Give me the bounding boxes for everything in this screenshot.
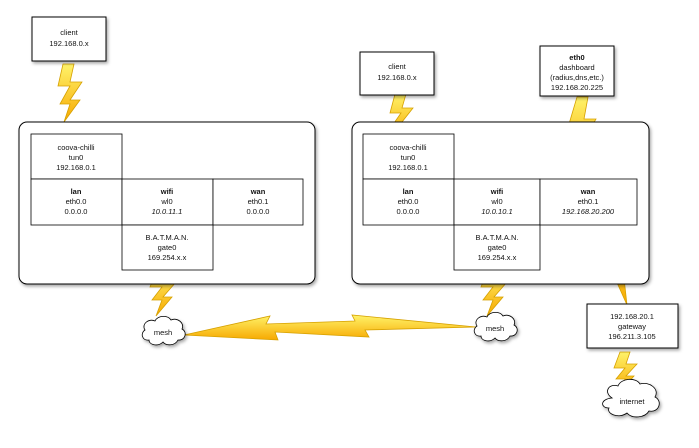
bolt-left-client (57, 63, 83, 123)
left-wan-title: wan (250, 187, 266, 196)
left-mesh-label: mesh (154, 328, 172, 337)
internet-label: internet (619, 397, 645, 406)
right-wan-iface: eth0.1 (578, 197, 599, 206)
eth0-dashboard-box: eth0 dashboard (radius,dns,etc.) 192.168… (539, 45, 615, 97)
gateway-box: 192.168.20.1 gateway 196.211.3.105 (586, 303, 679, 349)
right-lan-title: lan (403, 187, 414, 196)
right-mesh-cloud: mesh (473, 311, 518, 342)
left-wifi-title: wifi (160, 187, 174, 196)
right-batman-iface: gate0 (488, 243, 507, 252)
left-wifi-iface: wl0 (160, 197, 172, 206)
left-wan-cell (212, 178, 304, 226)
left-batman-iface: gate0 (158, 243, 177, 252)
left-client-box: client 192.168.0.x (31, 16, 107, 62)
left-wan-iface: eth0.1 (248, 197, 269, 206)
gateway-public-ip: 196.211.3.105 (608, 332, 655, 341)
right-batman-cell (453, 224, 541, 271)
left-mesh-cloud: mesh (141, 315, 186, 346)
right-chilli-cell (362, 133, 455, 180)
right-chilli-ip: 192.168.0.1 (388, 163, 428, 172)
right-wifi-addr: 10.0.10.1 (481, 207, 512, 216)
eth0-dashboard: dashboard (559, 63, 594, 72)
gateway-label: gateway (618, 322, 646, 331)
right-wan-addr: 192.168.20.200 (562, 207, 615, 216)
left-client-ip: 192.168.0.x (49, 39, 88, 48)
right-wifi-title: wifi (490, 187, 504, 196)
left-batman-cell (121, 224, 214, 271)
left-chilli-cell (30, 133, 123, 180)
left-chilli-ip: 192.168.0.1 (56, 163, 96, 172)
right-lan-addr: 0.0.0.0 (397, 207, 420, 216)
left-router: coova-chilli tun0 192.168.0.1 lan eth0.0… (18, 121, 316, 285)
right-batman-name: B.A.T.M.A.N. (476, 233, 519, 242)
gateway-ip: 192.168.20.1 (610, 312, 654, 321)
left-client-label: client (60, 28, 78, 37)
left-chilli-name: coova-chilli (57, 143, 94, 152)
right-lan-cell (362, 178, 455, 226)
left-batman-name: B.A.T.M.A.N. (146, 233, 189, 242)
right-wan-title: wan (580, 187, 596, 196)
right-wan-cell (539, 178, 638, 226)
right-router: coova-chilli tun0 192.168.0.1 lan eth0.0… (351, 121, 650, 285)
right-client-label: client (388, 62, 406, 71)
left-wan-addr: 0.0.0.0 (247, 207, 270, 216)
right-lan-iface: eth0.0 (398, 197, 419, 206)
right-wifi-cell (453, 178, 541, 226)
right-client-box: client 192.168.0.x (359, 51, 435, 96)
left-batman-ip: 169.254.x.x (148, 253, 187, 262)
right-wifi-iface: wl0 (490, 197, 502, 206)
eth0-ip: 192.168.20.225 (551, 83, 603, 92)
left-lan-addr: 0.0.0.0 (65, 207, 88, 216)
left-chilli-iface: tun0 (69, 153, 84, 162)
left-lan-cell (30, 178, 123, 226)
right-batman-ip: 169.254.x.x (478, 253, 517, 262)
eth0-services: (radius,dns,etc.) (550, 73, 604, 82)
right-chilli-iface: tun0 (401, 153, 416, 162)
left-wifi-addr: 10.0.11.1 (152, 207, 183, 216)
eth0-title: eth0 (569, 53, 584, 62)
right-chilli-name: coova-chilli (389, 143, 426, 152)
right-mesh-label: mesh (486, 324, 504, 333)
internet-cloud: internet (602, 378, 660, 418)
left-lan-iface: eth0.0 (66, 197, 87, 206)
left-lan-title: lan (71, 187, 82, 196)
bolt-mesh-link (183, 314, 477, 341)
right-client-ip: 192.168.0.x (377, 73, 416, 82)
